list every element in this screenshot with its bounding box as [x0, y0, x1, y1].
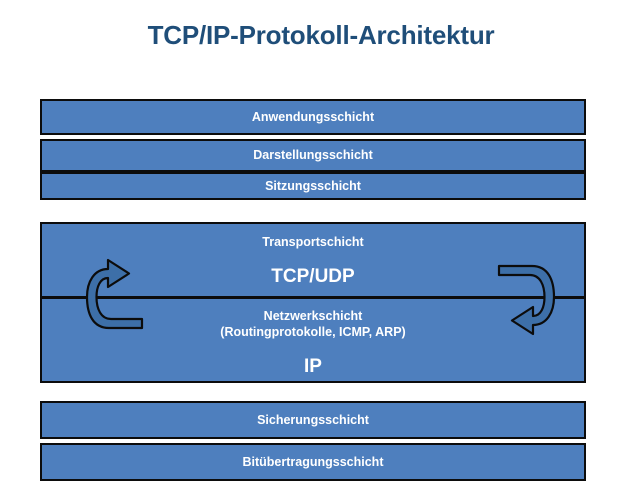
layer-label-network: Netzwerkschicht	[263, 309, 363, 323]
layer-label-physical: Bitübertragungsschicht	[242, 454, 384, 469]
layer-box-physical: Bitübertragungsschicht	[40, 443, 586, 481]
layer-label-datalink: Sicherungsschicht	[257, 412, 369, 427]
layer-box-session: Sitzungsschicht	[40, 172, 586, 200]
layer-box-network: Netzwerkschicht (Routingprotokolle, ICMP…	[40, 297, 586, 383]
layer-box-transport: Transportschicht TCP/UDP	[40, 222, 586, 298]
layer-box-datalink: Sicherungsschicht	[40, 401, 586, 439]
protocol-label-network: IP	[304, 356, 322, 377]
layer-label-transport: Transportschicht	[262, 235, 364, 249]
layer-label-presentation: Darstellungsschicht	[253, 148, 373, 162]
layer-box-application: Anwendungsschicht	[40, 99, 586, 135]
layer-box-presentation: Darstellungsschicht	[40, 139, 586, 172]
protocol-label-transport: TCP/UDP	[271, 266, 355, 287]
layer-label-application: Anwendungsschicht	[251, 109, 375, 124]
page-title: TCP/IP-Protokoll-Architektur	[147, 20, 495, 50]
layer-sublabel-network: (Routingprotokolle, ICMP, ARP)	[220, 325, 406, 339]
layer-label-session: Sitzungsschicht	[265, 178, 361, 193]
